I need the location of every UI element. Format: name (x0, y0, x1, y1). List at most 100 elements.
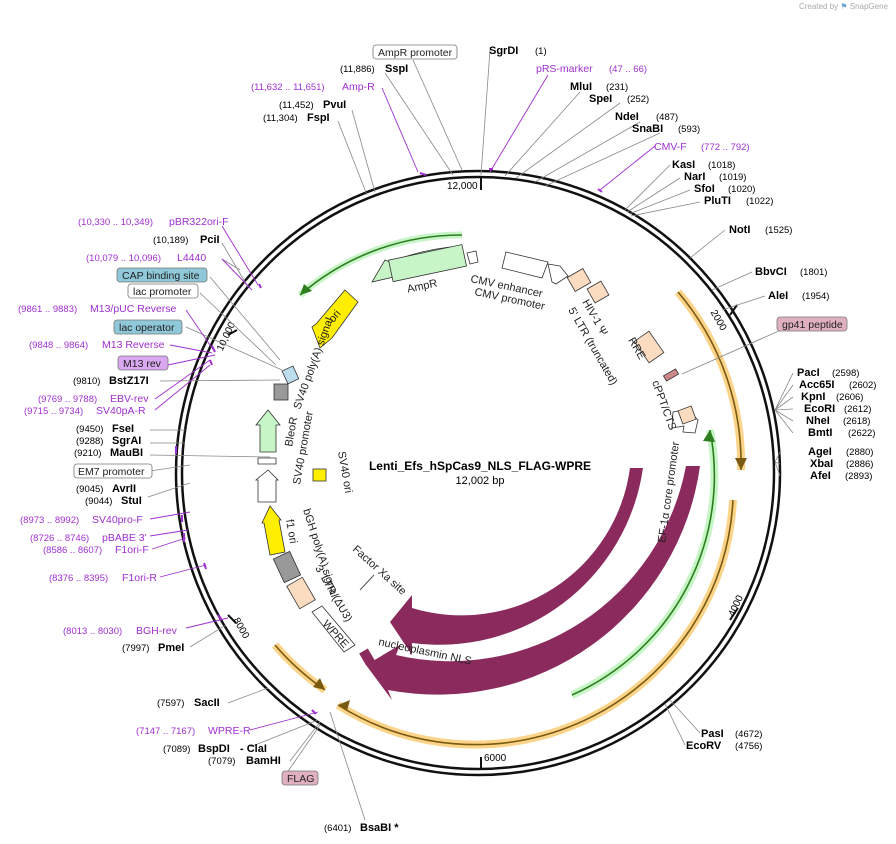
enzyme-noti-pos: (1525) (765, 225, 792, 236)
enzyme-clai[interactable]: - ClaI (240, 743, 267, 755)
enzyme-sgrdi-pos: (1) (535, 46, 547, 57)
enzyme-pmei[interactable]: PmeI (158, 642, 184, 654)
ruler-label-8000: 8000 (230, 616, 251, 641)
primer-l4440[interactable]: L4440 (177, 252, 206, 264)
enzyme-avrii[interactable]: AvrII (112, 483, 136, 495)
enzyme-fspi[interactable]: FspI (307, 112, 330, 124)
enzyme-ecori[interactable]: EcoRI (804, 403, 835, 415)
primer-l4440-pos: (10,079 .. 10,096) (86, 253, 161, 264)
enzyme-acc65i[interactable]: Acc65I (799, 379, 834, 391)
enzyme-sspi[interactable]: SspI (385, 63, 408, 75)
primer-pbabe3[interactable]: pBABE 3' (102, 532, 147, 544)
enzyme-pcii[interactable]: PciI (200, 234, 220, 246)
enzyme-fsei[interactable]: FseI (112, 423, 134, 435)
enzyme-kasi[interactable]: KasI (672, 159, 695, 171)
boxed-lac-promoter[interactable]: lac promoter (127, 283, 199, 299)
enzyme-bspdi-pos: (7089) (163, 744, 190, 755)
enzyme-bsabi[interactable]: BsaBI * (360, 822, 399, 834)
enzyme-snabi[interactable]: SnaBI (632, 123, 663, 135)
enzyme-bmti[interactable]: BmtI (808, 427, 832, 439)
enzyme-pasi[interactable]: PasI (701, 728, 724, 740)
enzyme-spei[interactable]: SpeI (589, 93, 612, 105)
enzyme-sacii-pos: (7597) (157, 698, 184, 709)
primer-sv40pa-r[interactable]: SV40pA-R (96, 405, 146, 417)
enzyme-kpni[interactable]: KpnI (801, 391, 825, 403)
primer-f1ori-f-pos: (8586 .. 8607) (43, 545, 102, 556)
enzyme-bbvci[interactable]: BbvCI (755, 266, 787, 278)
primer-cmv-f[interactable]: CMV-F (654, 141, 687, 153)
enzyme-sgrai[interactable]: SgrAI (112, 435, 141, 447)
enzyme-paci-pos: (2598) (832, 368, 859, 379)
boxed-cap-binding[interactable]: CAP binding site (116, 267, 208, 283)
cas9-outer-arrow (366, 466, 700, 700)
enzyme-paci[interactable]: PacI (797, 367, 820, 379)
cas9-inner-arrow (390, 468, 643, 655)
ruler-label-6000: 6000 (484, 753, 507, 764)
primer-amp-r[interactable]: Amp-R (342, 81, 375, 93)
enzyme-bspdi[interactable]: BspDI (198, 743, 230, 755)
enzyme-xbai[interactable]: XbaI (810, 458, 833, 470)
ampr-label: AmpR (406, 277, 438, 295)
enzyme-nhei-pos: (2618) (843, 416, 870, 427)
boxed-ampr-promoter[interactable]: AmpR promoter (372, 44, 458, 60)
primer-m13-reverse-pos: (9848 .. 9864) (29, 340, 88, 351)
enzyme-alei[interactable]: AleI (768, 290, 788, 302)
factor-xa-label: Factor Xa site (350, 543, 408, 597)
enzyme-pluti[interactable]: PluTI (704, 195, 731, 207)
enzyme-noti[interactable]: NotI (729, 224, 750, 236)
primer-prs-marker[interactable]: pRS-marker (536, 63, 593, 75)
f1-ori-arrow (261, 505, 286, 556)
enzyme-sfoi[interactable]: SfoI (694, 183, 715, 195)
grey-box-2 (272, 550, 302, 584)
lac-promoter-label: lac promoter (133, 286, 192, 298)
primer-ebv-rev[interactable]: EBV-rev (110, 393, 149, 405)
primer-wpre-r[interactable]: WPRE-R (208, 725, 251, 737)
sv40-ori-label: SV40 ori (335, 450, 354, 494)
primer-m13-reverse[interactable]: M13 Reverse (102, 339, 165, 351)
nls-box (359, 648, 375, 666)
primer-pbr322ori-f-pos: (10,330 .. 10,349) (78, 217, 153, 228)
cmv-promoter-arrow (547, 263, 569, 285)
boxed-m13-rev[interactable]: M13 rev (117, 355, 169, 371)
enzyme-nari-pos: (1019) (719, 172, 746, 183)
enzyme-sgrdi[interactable]: SgrDI (489, 45, 518, 57)
sv40-polya-box (281, 365, 300, 385)
plasmid-size: 12,002 bp (456, 475, 505, 487)
bleor-label: BleoR (283, 416, 300, 448)
enzyme-pvui[interactable]: PvuI (323, 99, 346, 111)
primer-f1ori-f[interactable]: F1ori-F (115, 544, 149, 556)
enzyme-ndei[interactable]: NdeI (615, 111, 639, 123)
enzyme-stui[interactable]: StuI (121, 495, 142, 507)
primer-pbr322ori-f[interactable]: pBR322ori-F (169, 216, 229, 228)
primer-ticks (175, 168, 603, 715)
enzyme-ecorv[interactable]: EcoRV (686, 740, 722, 752)
boxed-lac-operator[interactable]: lac operator (113, 319, 183, 335)
enzyme-bstz17i[interactable]: BstZ17I (109, 375, 149, 387)
enzyme-nari[interactable]: NarI (684, 171, 705, 183)
flag-label: FLAG (287, 773, 314, 785)
boxed-flag[interactable]: FLAG (281, 770, 319, 786)
enzyme-nhei[interactable]: NheI (806, 415, 830, 427)
enzyme-agei[interactable]: AgeI (808, 446, 832, 458)
enzyme-xbai-pos: (2886) (846, 459, 873, 470)
primer-bgh-rev[interactable]: BGH-rev (136, 625, 178, 637)
enzyme-maubi[interactable]: MauBI (110, 447, 143, 459)
enzyme-bamhi[interactable]: BamHI (246, 755, 281, 767)
cppt-label: cPPT/CTS (649, 379, 678, 432)
enzyme-snabi-pos: (593) (678, 124, 700, 135)
sv40-ori-box (312, 468, 327, 482)
enzyme-mlui[interactable]: MluI (570, 81, 592, 93)
boxed-em7[interactable]: EM7 promoter (73, 463, 153, 479)
enzyme-bsabi-pos: (6401) (324, 823, 351, 834)
backbone-inner (180, 175, 776, 771)
enzyme-afei[interactable]: AfeI (810, 470, 831, 482)
primer-m13-puc-reverse[interactable]: M13/pUC Reverse (90, 303, 177, 315)
enzyme-fspi-pos: (11,304) (263, 113, 298, 124)
enzyme-sacii[interactable]: SacII (194, 697, 220, 709)
primer-f1ori-r[interactable]: F1ori-R (122, 572, 157, 584)
em7-label: EM7 promoter (78, 466, 145, 478)
enzyme-sfoi-pos: (1020) (728, 184, 755, 195)
primer-sv40pro-f[interactable]: SV40pro-F (92, 514, 143, 526)
boxed-gp41[interactable]: gp41 peptide (776, 316, 848, 332)
